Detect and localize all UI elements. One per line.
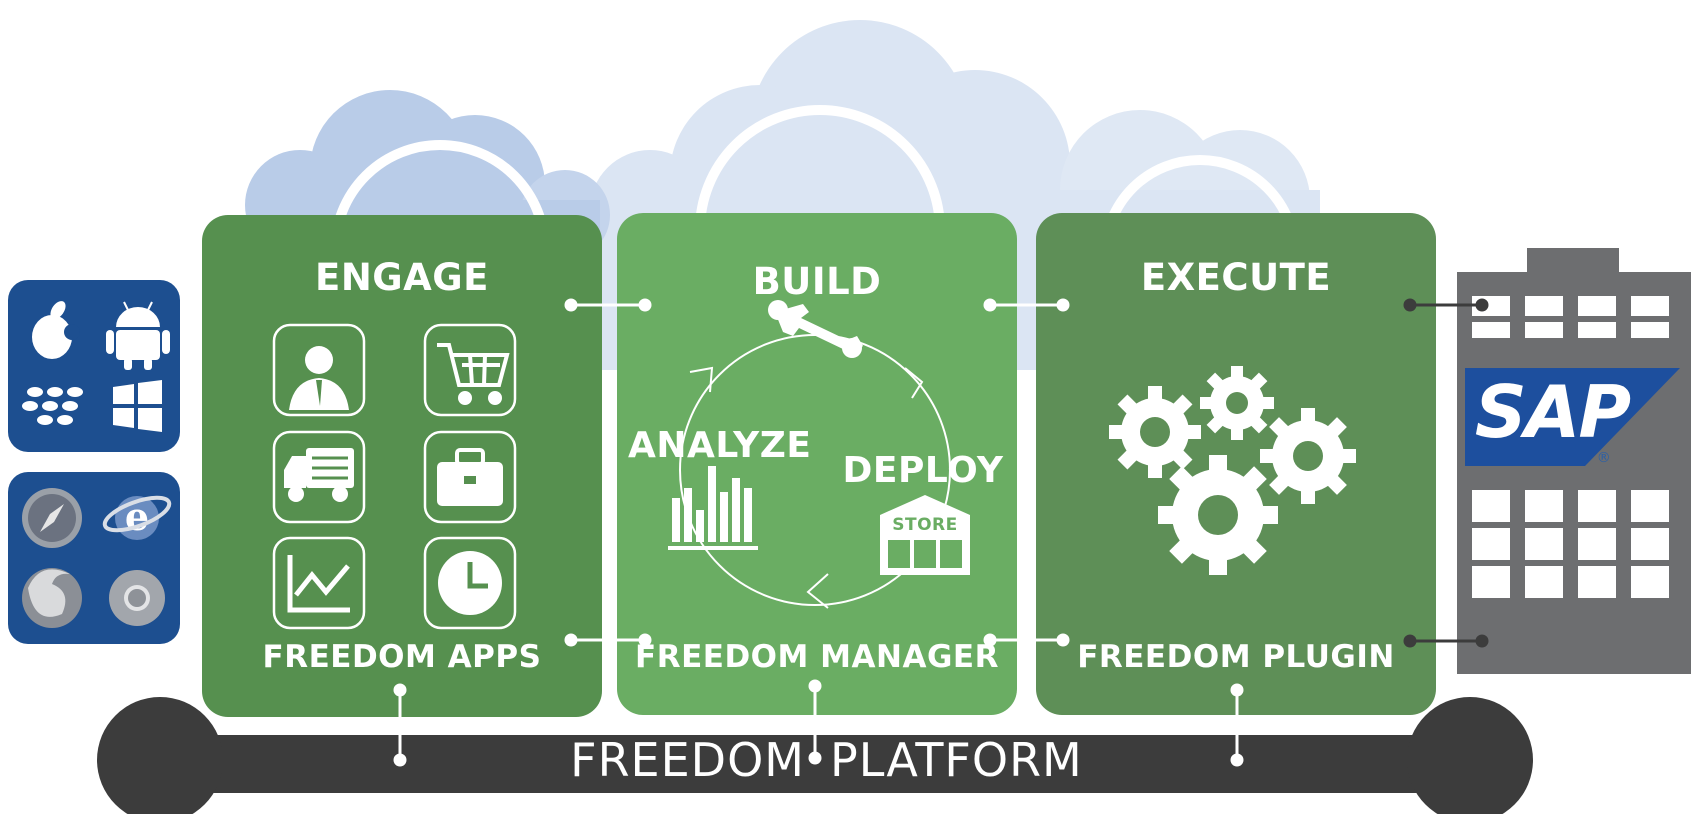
panel-to-platform-links — [393, 679, 1244, 767]
sap-logo-text: SAP — [1474, 370, 1631, 454]
freedom-plugin-label: FREEDOM PLUGIN — [1077, 639, 1395, 675]
app-tile-truck — [272, 430, 366, 524]
build-title: BUILD — [752, 260, 882, 303]
app-tile-briefcase — [423, 430, 517, 524]
sap-registered-mark: ® — [1596, 450, 1612, 466]
chrome-icon — [109, 570, 165, 626]
internet-explorer-icon: e — [102, 494, 172, 540]
gears-icon — [1109, 366, 1356, 575]
truck-icon — [284, 448, 354, 502]
platform-label-left: FREEDOM — [570, 733, 805, 787]
safari-icon — [22, 488, 82, 548]
engage-title: ENGAGE — [315, 256, 489, 299]
store-icon — [880, 495, 970, 575]
freedom-apps-label: FREEDOM APPS — [262, 639, 542, 675]
execute-panel — [1036, 213, 1436, 715]
app-tile-chart — [272, 536, 366, 630]
app-tile-user — [272, 323, 366, 417]
windows-icon — [113, 380, 162, 432]
blackberry-icon — [22, 387, 83, 425]
sap-connectors — [1403, 298, 1489, 648]
deploy-label: DEPLOY — [842, 450, 1004, 491]
chart-icon — [287, 555, 350, 613]
app-tile-cart — [423, 323, 517, 417]
freedom-manager-label: FREEDOM MANAGER — [635, 639, 999, 675]
store-label: STORE — [892, 515, 958, 535]
sap-logo-badge — [1465, 368, 1680, 466]
firefox-icon — [22, 568, 82, 628]
clock-icon — [438, 551, 502, 615]
analyze-bar-chart-icon — [668, 466, 758, 550]
apple-icon — [32, 301, 80, 359]
app-tile-clock — [423, 536, 517, 630]
sap-building — [1457, 248, 1691, 674]
cart-icon — [437, 343, 510, 405]
android-icon — [106, 301, 170, 370]
platform-label-right: PLATFORM — [830, 733, 1083, 787]
analyze-label: ANALYZE — [628, 425, 812, 466]
connectors — [564, 298, 1070, 647]
user-icon — [289, 346, 349, 410]
build-panel — [617, 213, 1017, 715]
briefcase-icon — [437, 448, 503, 506]
wrench-icon — [768, 300, 863, 358]
execute-title: EXECUTE — [1140, 256, 1332, 299]
